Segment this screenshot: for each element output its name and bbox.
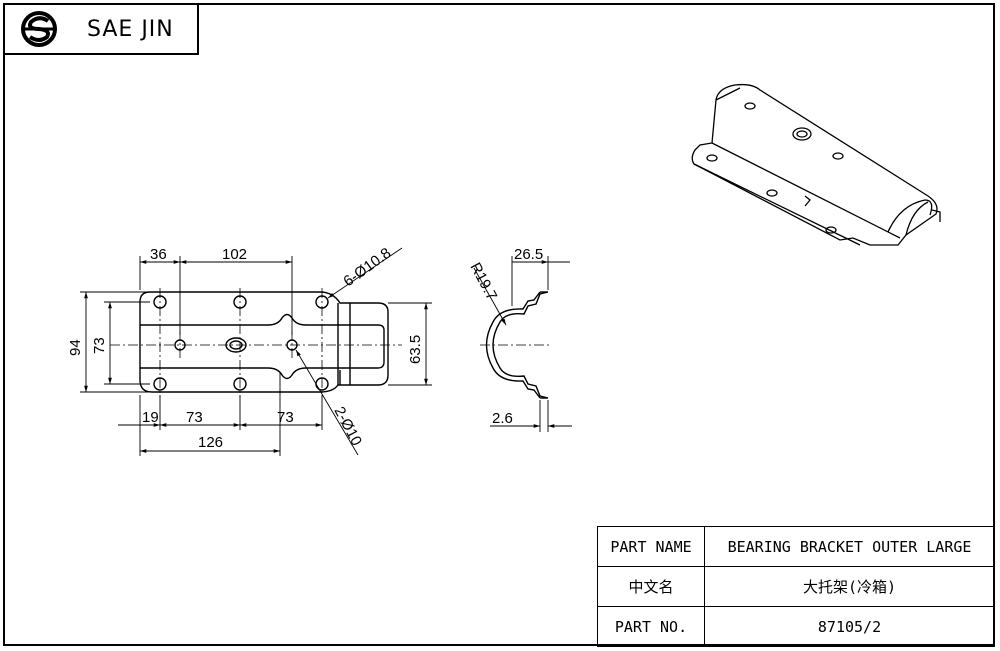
dim-126: 126 [198, 434, 223, 451]
dim-2-6: 2.6 [492, 410, 513, 427]
dim-63-5: 63.5 [407, 335, 424, 364]
sae-jin-logo-icon [21, 11, 57, 47]
dim-94: 94 [67, 339, 84, 356]
dim-73-vertical: 73 [91, 337, 108, 354]
top-view [139, 291, 389, 393]
title-block: PART NAME BEARING BRACKET OUTER LARGE 中文… [597, 526, 995, 647]
dim-73-b: 73 [277, 409, 294, 426]
dim-36: 36 [150, 246, 167, 263]
logo-box: SAE JIN [3, 3, 199, 55]
title-row-part-name: PART NAME BEARING BRACKET OUTER LARGE [597, 526, 995, 567]
title-row-part-no: PART NO. 87105/2 [597, 606, 995, 647]
brand-name: SAE JIN [87, 17, 174, 42]
drawing-frame [3, 3, 995, 646]
label-chinese-name: 中文名 [597, 566, 705, 607]
side-view-dimensions [473, 256, 572, 432]
label-part-name: PART NAME [597, 526, 705, 567]
dim-26-5: 26.5 [514, 246, 543, 263]
dim-6-holes: 6-Ø10.8 [340, 245, 394, 291]
dim-r19-7: R19.7 [466, 260, 500, 303]
dim-73-a: 73 [186, 409, 203, 426]
value-chinese-name: 大托架(冷箱) [704, 566, 995, 607]
label-part-no: PART NO. [597, 606, 705, 647]
value-part-name: BEARING BRACKET OUTER LARGE [704, 526, 995, 567]
dim-19: 19 [142, 409, 159, 426]
isometric-view [691, 83, 941, 246]
top-view-dimensions [80, 247, 432, 456]
dim-102: 102 [222, 246, 247, 263]
value-part-no: 87105/2 [704, 606, 995, 647]
dim-2-holes: 2-Ø10 [330, 404, 365, 449]
title-row-chinese-name: 中文名 大托架(冷箱) [597, 566, 995, 607]
